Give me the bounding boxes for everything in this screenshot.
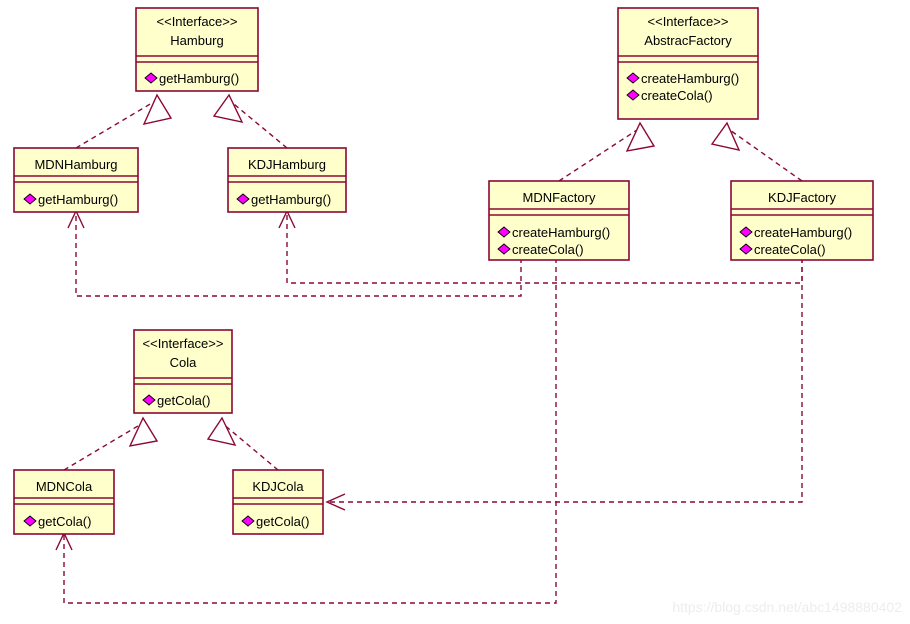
class-name: AbstracFactory: [644, 33, 732, 48]
method-icon: [626, 89, 640, 101]
method-icon: [739, 226, 753, 238]
relation-kdjcola-realizes-cola: [206, 416, 279, 471]
method-icon: [144, 72, 158, 84]
method-icon: [142, 394, 156, 406]
class-name: KDJFactory: [768, 190, 836, 205]
relation-mdncola-realizes-cola: [63, 416, 159, 471]
class-name: MDNFactory: [523, 190, 596, 205]
class-name: KDJHamburg: [248, 157, 326, 172]
relation-kdjfactory-depends-kdjcola: [325, 231, 803, 511]
class-box-mdnfactory[interactable]: MDNFactory createHamburg() createCola(): [488, 180, 630, 261]
class-box-kdjfactory[interactable]: KDJFactory createHamburg() createCola(): [730, 180, 874, 261]
relation-kdjfactory-realizes-abstracfactory: [710, 121, 803, 182]
class-box-hamburg[interactable]: <<Interface>> Hamburg getHamburg(): [135, 7, 259, 92]
class-name: MDNCola: [36, 479, 93, 494]
watermark: https://blog.csdn.net/abc1498880402: [672, 599, 902, 615]
class-stereotype: <<Interface>>: [648, 14, 729, 29]
class-member: createCola(): [641, 88, 713, 103]
method-icon: [626, 72, 640, 84]
class-name: Hamburg: [170, 33, 223, 48]
method-icon: [497, 226, 511, 238]
class-member: createCola(): [754, 242, 826, 257]
relations-layer: [55, 93, 803, 604]
class-member: createHamburg(): [512, 225, 610, 240]
class-member: getHamburg(): [159, 71, 239, 86]
class-member: getHamburg(): [38, 192, 118, 207]
class-member: getCola(): [157, 393, 210, 408]
class-box-kdjcola[interactable]: KDJCola getCola(): [232, 469, 324, 535]
class-member: getCola(): [38, 514, 91, 529]
method-icon: [23, 515, 37, 527]
method-icon: [739, 243, 753, 255]
class-name: MDNHamburg: [34, 157, 117, 172]
class-box-abstracfactory[interactable]: <<Interface>> AbstracFactory createHambu…: [617, 7, 759, 120]
class-box-mdncola[interactable]: MDNCola getCola(): [13, 469, 115, 535]
class-stereotype: <<Interface>>: [157, 14, 238, 29]
method-icon: [236, 193, 250, 205]
class-box-cola[interactable]: <<Interface>> Cola getCola(): [133, 329, 233, 414]
class-name: Cola: [170, 355, 198, 370]
class-member: getCola(): [256, 514, 309, 529]
class-name: KDJCola: [252, 479, 304, 494]
class-member: createHamburg(): [754, 225, 852, 240]
class-member: createCola(): [512, 242, 584, 257]
relation-mdnfactory-depends-mdncola: [55, 231, 557, 604]
class-stereotype: <<Interface>>: [143, 336, 224, 351]
class-box-mdnhamburg[interactable]: MDNHamburg getHamburg(): [13, 147, 139, 213]
method-icon: [23, 193, 37, 205]
class-member: getHamburg(): [251, 192, 331, 207]
relation-mdnfactory-realizes-abstracfactory: [558, 121, 656, 182]
relation-kdjhamburg-realizes-hamburg: [212, 93, 288, 149]
class-box-kdjhamburg[interactable]: KDJHamburg getHamburg(): [227, 147, 347, 213]
method-icon: [241, 515, 255, 527]
class-member: createHamburg(): [641, 71, 739, 86]
relation-mdnhamburg-realizes-hamburg: [75, 93, 173, 149]
method-icon: [497, 243, 511, 255]
